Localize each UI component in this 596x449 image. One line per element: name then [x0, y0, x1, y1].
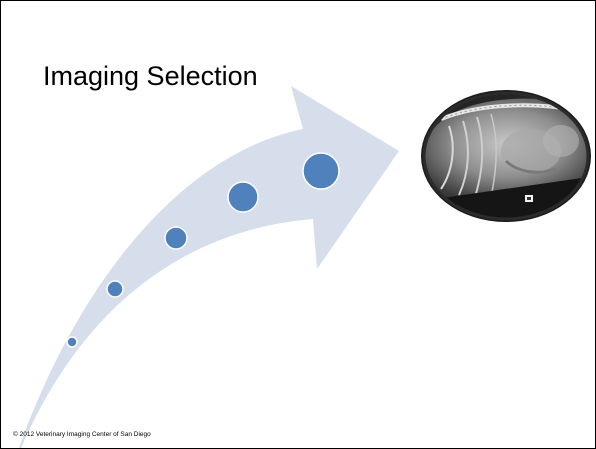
radiograph-image — [421, 90, 591, 222]
progress-dot-5 — [302, 152, 340, 190]
slide-title: Imaging Selection — [43, 61, 258, 91]
progress-dot-2 — [106, 280, 124, 298]
progress-dot-3 — [164, 226, 188, 250]
curved-arrow-icon — [19, 86, 399, 448]
progress-dot-4 — [227, 181, 259, 213]
copyright-footer: © 2012 Veterinary Imaging Center of San … — [13, 431, 151, 438]
progress-dot-1 — [66, 336, 78, 348]
